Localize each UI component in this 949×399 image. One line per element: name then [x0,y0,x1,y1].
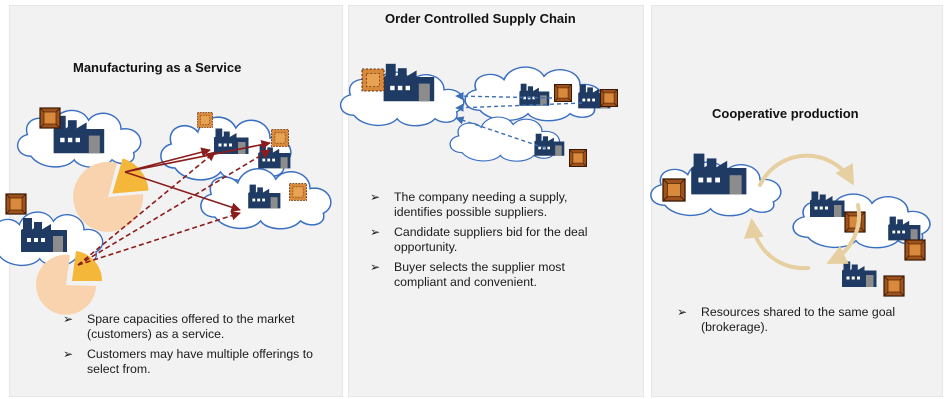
cycle-arrows-icon [743,153,862,271]
crate-icon [904,239,926,261]
maas-illustration [0,107,332,315]
factory-icon [383,63,435,102]
list-item: ➢Candidate suppliers bid for the deal op… [370,225,588,254]
factory-icon [691,153,747,195]
cooperative-illustration [650,153,931,297]
factory-icon [810,191,845,217]
bullet-list: ➢Spare capacities offered to the market … [63,312,338,382]
crate-icon [5,193,27,215]
crate-icon [271,129,289,147]
bullet-list: ➢Resources shared to the same goal (brok… [677,305,917,340]
bullet-arrow-icon: ➢ [677,305,688,319]
list-item: ➢Buyer selects the supplier most complia… [370,260,565,289]
crate-icon [883,275,905,297]
bullet-arrow-icon: ➢ [63,312,74,326]
pie-chart-icon [36,251,103,315]
panel-title: Manufacturing as a Service [73,60,242,75]
crate-icon [662,178,686,202]
panel-title: Order Controlled Supply Chain [385,11,576,26]
bullet-arrow-icon: ➢ [370,260,381,274]
panel-order-controlled-supply-chain [348,5,644,397]
crate-icon [197,112,213,128]
list-item: ➢Customers may have multiple offerings t… [63,347,313,376]
bullet-arrow-icon: ➢ [63,347,74,361]
crate-icon [39,107,61,129]
crate-icon [568,148,588,168]
list-item: ➢The company needing a supply, identifie… [370,190,568,219]
panel-title: Cooperative production [712,106,859,121]
offer-arrows [77,139,271,266]
list-item: ➢Resources shared to the same goal (brok… [677,305,896,334]
supply-chain-illustration [339,63,619,168]
crate-icon [844,211,866,233]
factory-icon [842,261,877,287]
bid-arrows [455,91,583,149]
crate-icon [599,88,619,108]
bullet-arrow-icon: ➢ [370,190,381,204]
pie-chart-icon [73,158,149,232]
bullet-list: ➢The company needing a supply, identifie… [370,190,610,295]
list-item: ➢Spare capacities offered to the market … [63,312,295,341]
crate-icon [289,183,307,201]
crate-icon [361,68,385,92]
crate-icon [553,83,573,103]
bullet-arrow-icon: ➢ [370,225,381,239]
